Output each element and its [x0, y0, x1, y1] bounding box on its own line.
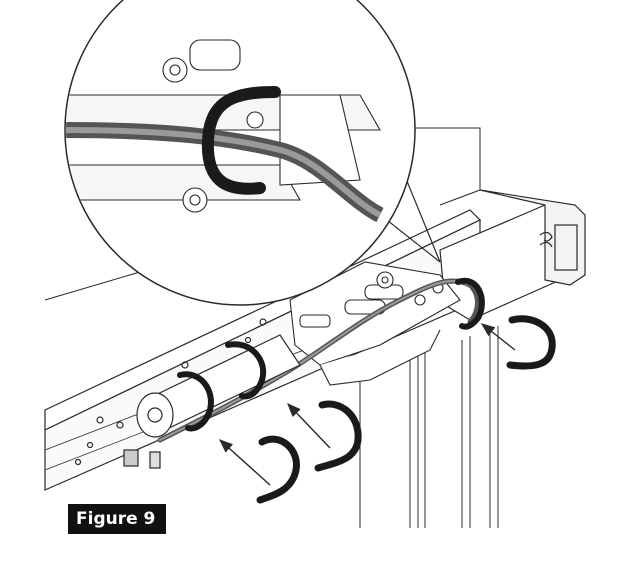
- arrow-icon: [218, 323, 516, 486]
- figure-label: Figure 9: [68, 504, 166, 534]
- cable-clip-icon: [256, 315, 556, 504]
- support-posts: [359, 326, 499, 528]
- cable: [157, 278, 480, 443]
- motor-housing: [439, 189, 586, 321]
- installed-clips: [177, 277, 485, 432]
- magnifier-callout-icon: [64, 0, 441, 306]
